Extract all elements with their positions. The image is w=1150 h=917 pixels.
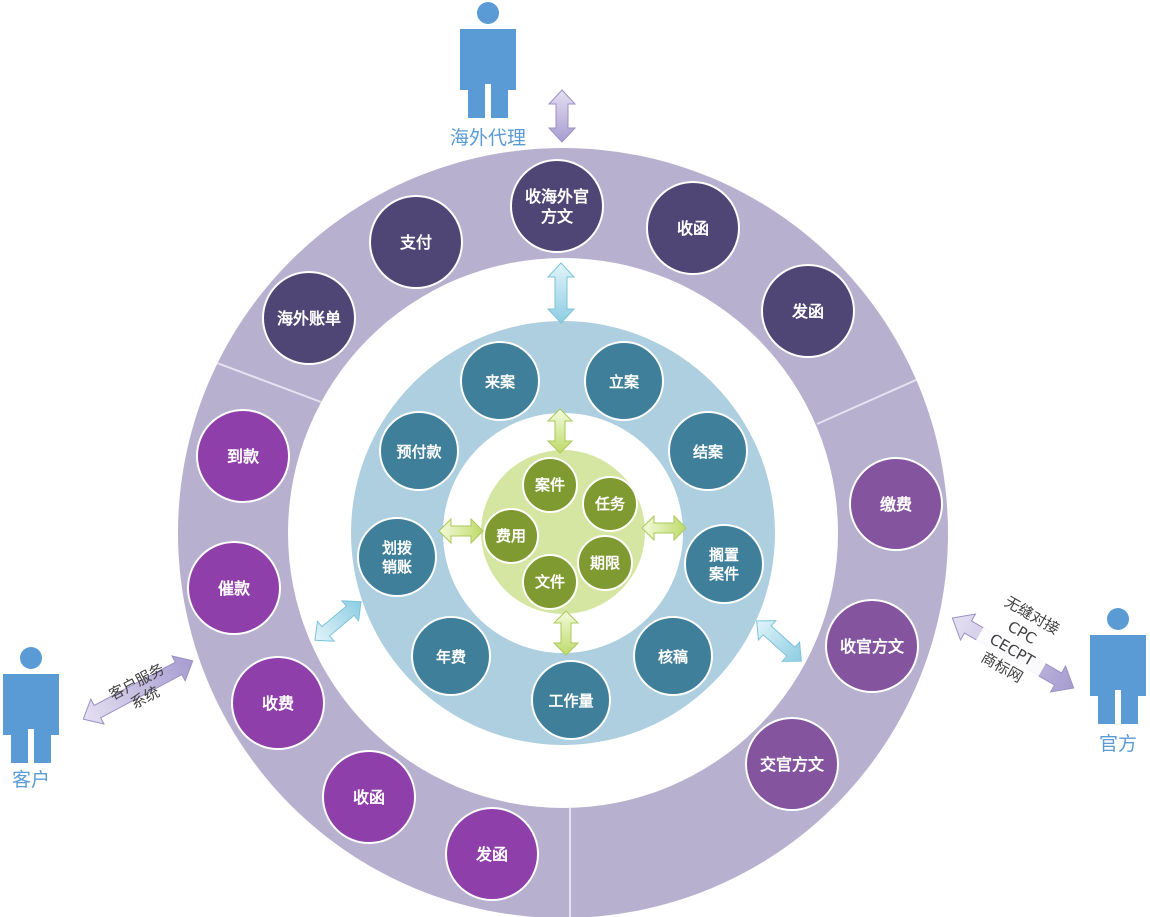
outer-node-client-send-letter[interactable]: 发函 (445, 807, 539, 901)
arrow-outer-middle-left (314, 600, 362, 642)
node-label: 到款 (227, 447, 260, 466)
outer-node-agent-send-letter[interactable]: 发函 (761, 264, 855, 358)
office-label-backdrop (960, 586, 1070, 703)
office-person-icon[interactable] (1090, 608, 1146, 724)
arrow-middle-core-right (641, 514, 687, 542)
node-label: 收函 (677, 219, 709, 238)
arrow-agent-ring (547, 89, 577, 143)
node-label: 交官方文 (760, 755, 825, 774)
node-label: 收海外官方文 (525, 187, 589, 226)
node-label: 划拨销账 (382, 539, 413, 576)
outer-node-submit-official[interactable]: 交官方文 (745, 717, 839, 811)
middle-node-file-case[interactable]: 立案 (584, 341, 664, 421)
office-label: 官方 (1099, 733, 1137, 755)
core-node-document[interactable]: 文件 (522, 554, 578, 610)
outer-node-pay[interactable]: 支付 (369, 195, 463, 289)
node-label: 任务 (594, 495, 626, 513)
middle-node-prepayment[interactable]: 预付款 (379, 411, 459, 491)
agent-label: 海外代理 (450, 127, 526, 149)
client-label: 客户 (12, 769, 50, 791)
outer-node-pay-fee[interactable]: 缴费 (849, 457, 943, 551)
middle-node-incoming-case[interactable]: 来案 (460, 341, 540, 421)
node-label: 期限 (590, 554, 620, 572)
office-connector-label: 无缝对接 CPC CECPT 商标网 (960, 586, 1070, 703)
node-label: 结案 (693, 443, 724, 461)
agent-person-icon[interactable] (460, 2, 516, 118)
node-label: 案件 (534, 476, 565, 494)
node-label: 收官方文 (840, 637, 905, 656)
node-label: 支付 (399, 233, 432, 252)
client-person-icon[interactable] (3, 647, 59, 763)
arrow-middle-core-left (438, 517, 484, 545)
node-label: 预付款 (396, 443, 442, 461)
node-label: 核稿 (658, 648, 688, 666)
node-label: 缴费 (880, 495, 912, 514)
outer-node-foreign-bill[interactable]: 海外账单 (262, 271, 356, 365)
node-label: 费用 (496, 527, 526, 545)
node-label: 发函 (475, 845, 508, 864)
node-label: 海外账单 (277, 309, 341, 328)
node-label: 工作量 (548, 692, 593, 710)
node-label: 文件 (535, 573, 565, 591)
node-label: 年费 (436, 648, 466, 666)
node-label: 收函 (353, 788, 385, 807)
core-node-deadline[interactable]: 期限 (577, 535, 633, 591)
outer-node-agent-receive-letter[interactable]: 收函 (646, 181, 740, 275)
middle-node-close-case[interactable]: 结案 (668, 411, 748, 491)
sector-divider-right (816, 379, 917, 425)
outer-node-client-receive-letter[interactable]: 收函 (322, 750, 416, 844)
middle-node-review[interactable]: 核稿 (633, 616, 713, 696)
middle-node-workload[interactable]: 工作量 (531, 660, 611, 740)
node-label: 立案 (609, 373, 640, 391)
arrow-outer-middle-top (546, 262, 576, 324)
core-node-case[interactable]: 案件 (522, 457, 578, 513)
middle-node-transfer-writeoff[interactable]: 划拨销账 (357, 517, 437, 597)
middle-node-suspended-case[interactable]: 搁置案件 (684, 524, 764, 604)
core-node-fee[interactable]: 费用 (483, 508, 539, 564)
node-label: 收费 (262, 694, 294, 713)
outer-node-dunning[interactable]: 催款 (187, 541, 281, 635)
outer-node-receive-official[interactable]: 收官方文 (825, 599, 919, 693)
sector-divider-left (216, 362, 322, 403)
outer-node-receive-foreign-official[interactable]: 收海外官方文 (510, 159, 604, 253)
middle-node-annual-fee[interactable]: 年费 (411, 616, 491, 696)
node-label: 搁置案件 (708, 546, 739, 583)
arrow-client-ring (82, 655, 194, 725)
node-label: 来案 (484, 373, 516, 391)
arrow-middle-core-top (546, 408, 574, 454)
node-label: 发函 (791, 302, 824, 321)
arrow-outer-middle-right (756, 620, 802, 662)
outer-node-payment-received[interactable]: 到款 (196, 409, 290, 503)
node-label: 催款 (218, 579, 251, 598)
core-node-task[interactable]: 任务 (582, 476, 638, 532)
arrow-middle-core-bottom (552, 610, 580, 656)
outer-node-charge[interactable]: 收费 (231, 656, 325, 750)
